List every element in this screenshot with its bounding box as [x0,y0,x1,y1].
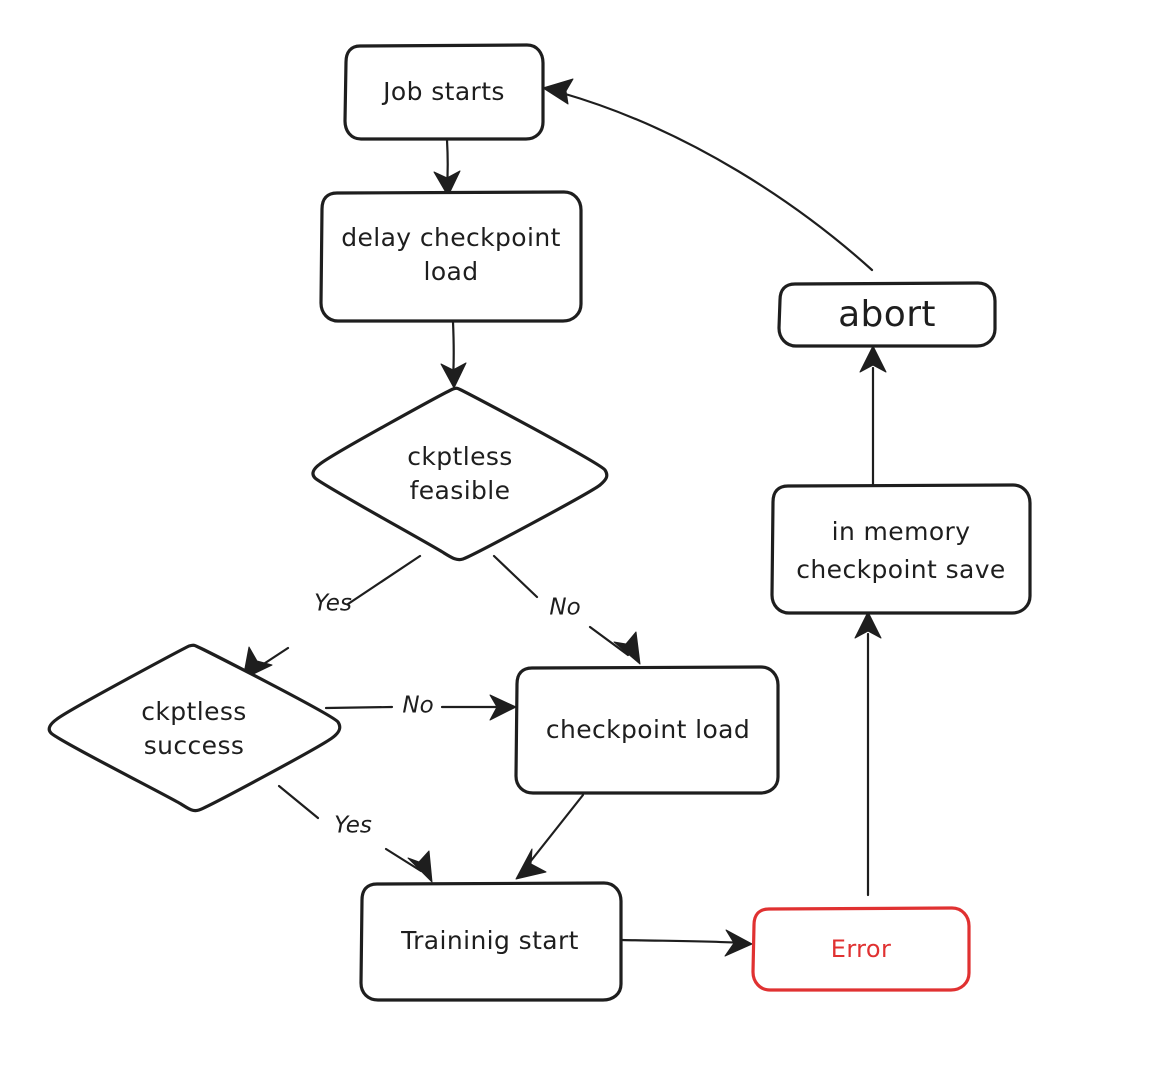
arrowhead-icon [613,631,641,665]
edge-label-success-no: No [402,693,433,719]
edge-line [528,793,585,864]
arrowhead-icon [859,345,887,373]
node-label-ckptless-feasible-line1: ckptless [407,442,512,471]
arrowhead-icon [433,170,461,197]
arrowhead-icon [515,848,547,880]
edge-label-success-yes: Yes [334,813,372,839]
node-label-delay-checkpoint-load-line1: delay checkpoint [341,223,561,252]
node-checkpoint-load[interactable]: checkpoint load [514,665,780,795]
node-job-starts[interactable]: Job starts [343,43,545,141]
edge-ckptless-feasible-yes-to-ckptless-success: Yes [242,554,422,680]
edge-training-start-to-error [620,929,753,957]
edge-in-memory-checkpoint-save-to-abort [859,345,887,486]
node-shape [343,43,545,141]
edge-ckptless-feasible-no-to-checkpoint-load: No [492,554,641,665]
edge-line-lower [588,625,630,657]
node-error[interactable]: Error [751,906,971,992]
node-label-ckptless-feasible-line2: feasible [410,476,511,505]
node-abort[interactable]: abort [777,281,997,348]
node-shape [751,906,971,992]
edge-line-left [324,705,394,710]
arrowhead-icon [440,362,467,389]
edge-line-upper [492,554,539,599]
edge-ckptless-success-no-to-checkpoint-load: No [324,693,517,721]
node-shape [319,190,583,323]
arrowhead-icon [854,611,882,639]
node-label-in-memory-checkpoint-save-line1: in memory [832,517,971,546]
node-shape [47,643,342,813]
node-ckptless-feasible[interactable]: ckptless feasible [311,386,609,562]
edge-line [560,91,874,272]
node-ckptless-success[interactable]: ckptless success [47,643,342,813]
node-label-error: Error [831,935,892,963]
edge-line-upper [346,554,422,606]
edge-line-lower [384,847,423,873]
arrowhead-icon [724,929,753,957]
node-label-checkpoint-load: checkpoint load [546,715,750,744]
node-shape [359,881,623,1002]
edge-error-to-in-memory-checkpoint-save [854,611,882,897]
edge-abort-to-job-starts [542,78,874,272]
node-training-start[interactable]: Traininig start [359,881,623,1002]
node-label-training-start: Traininig start [400,926,579,955]
node-shape [777,281,997,348]
edge-job-starts-to-delay-checkpoint-load [433,138,461,197]
node-shape [514,665,780,795]
node-delay-checkpoint-load[interactable]: delay checkpoint load [319,190,583,323]
edge-checkpoint-load-to-training-start [515,793,585,880]
arrowhead-icon [542,78,574,105]
node-in-memory-checkpoint-save[interactable]: in memory checkpoint save [770,483,1032,615]
edge-line-upper [277,784,320,820]
node-shape [311,386,609,562]
node-shape [770,483,1032,615]
node-label-job-starts: Job starts [381,77,505,106]
edge-label-feasible-yes: Yes [314,591,352,617]
arrowhead-icon [407,850,433,883]
arrowhead-icon [489,694,517,721]
edge-ckptless-success-yes-to-training-start: Yes [277,784,433,883]
arrowhead-icon [242,646,273,680]
node-label-delay-checkpoint-load-line2: load [423,257,478,286]
node-label-abort: abort [838,294,936,335]
node-label-ckptless-success-line1: ckptless [141,697,246,726]
edge-delay-checkpoint-load-to-ckptless-feasible [440,320,467,389]
edge-line [620,938,744,945]
node-label-in-memory-checkpoint-save-line2: checkpoint save [796,555,1005,584]
node-label-ckptless-success-line2: success [144,731,245,760]
edge-label-feasible-no: No [549,595,580,621]
